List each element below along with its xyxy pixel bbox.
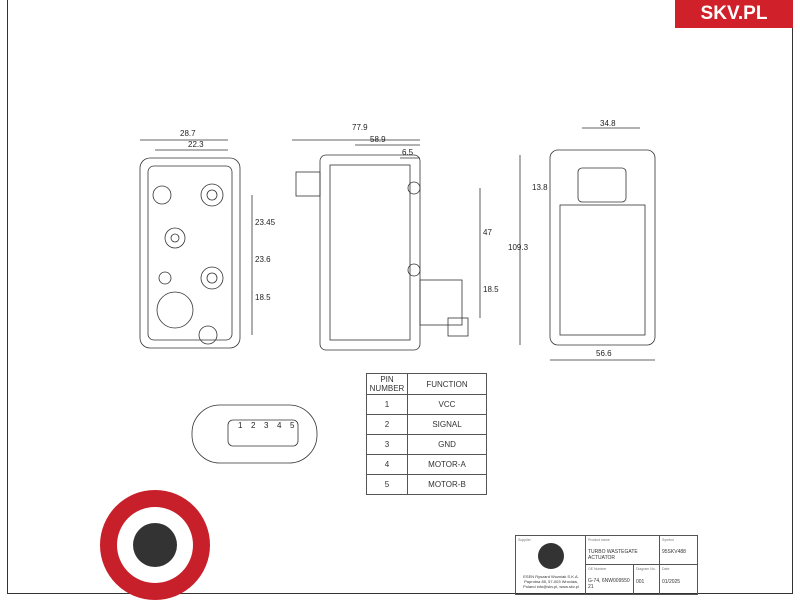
dim-front-h1: 23.45 (255, 218, 276, 227)
dim-rear-height: 109.3 (508, 243, 529, 252)
connector-view (191, 404, 318, 464)
oe-label: OE Number (588, 567, 607, 571)
dim-rear-base: 56.6 (596, 349, 612, 358)
oe-number: G-74, 6NW009550 21 (588, 578, 630, 590)
supplier-text: ESEN Ryszard Wozniak S.K.A. Paprotna 85,… (523, 574, 579, 589)
diagram-number: 001 (636, 579, 645, 585)
symbol-value: 95SKV488 (662, 549, 686, 555)
dim-side-h2: 18.5 (483, 285, 499, 294)
dim-rear-width: 34.8 (600, 119, 616, 128)
symbol-label: Symbol (662, 538, 674, 542)
date-value: 01/2025 (662, 579, 681, 585)
brand-logo: SKV.PL (675, 0, 793, 28)
dim-front-width: 28.7 (180, 129, 196, 138)
supplier-logo (538, 543, 564, 569)
front-view (139, 139, 241, 349)
dim-side-h1: 47 (483, 228, 492, 237)
supplier-label: Supplier (518, 538, 531, 542)
header-function: FUNCTION (407, 373, 487, 395)
dim-rear-conn: 13.8 (532, 183, 548, 192)
diagram-label: Diagram No. (636, 567, 656, 571)
pin-label: 1 (238, 421, 243, 430)
dim-side-len: 77.9 (352, 123, 368, 132)
product-label: Product name (588, 538, 610, 542)
dim-front-inner: 22.3 (188, 140, 204, 149)
pin-label: 2 (251, 421, 256, 430)
dim-front-h3: 18.5 (255, 293, 271, 302)
dim-front-h2: 23.6 (255, 255, 271, 264)
quality-stamp (100, 490, 210, 600)
header-pin: PIN NUMBER (366, 373, 408, 395)
pin-label: 4 (277, 421, 282, 430)
side-view (292, 139, 481, 351)
rear-view (519, 127, 656, 361)
title-block: Supplier ESEN Ryszard Wozniak S.K.A. Pap… (515, 535, 698, 595)
date-label: Date (662, 567, 670, 571)
pin-label: 3 (264, 421, 269, 430)
product-name: TURBO WASTEGATE ACTUATOR (588, 549, 638, 561)
dim-side-len2: 58.9 (370, 135, 386, 144)
drawing-frame (7, 0, 793, 594)
dim-side-off: 6.5 (402, 148, 414, 157)
pin-label: 5 (290, 421, 295, 430)
